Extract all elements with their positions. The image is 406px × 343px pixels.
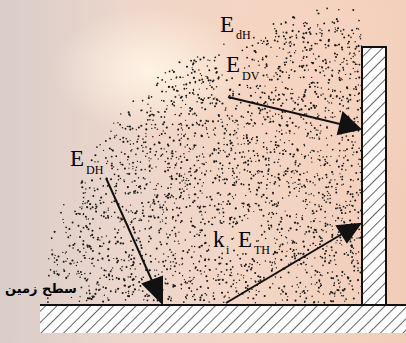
ground-surface-label: سطح زمین [5,282,77,295]
force-symbol: E [70,147,84,170]
force-subscript: dH [236,29,251,41]
force-subscript: TH [254,244,270,256]
force-symbol: E [226,53,240,76]
ground-line [40,304,406,306]
soil-dots [47,8,363,304]
retaining-wall [362,47,386,305]
coefficient-subscript: i [226,244,229,256]
force-symbol: E [238,228,252,251]
ground-hatch [40,305,406,333]
force-symbol: E [220,13,234,36]
force-subscript: DH [86,164,103,176]
coefficient-symbol: k [213,228,225,251]
force-subscript: DV [242,70,259,82]
pressure-arrows [106,97,360,303]
